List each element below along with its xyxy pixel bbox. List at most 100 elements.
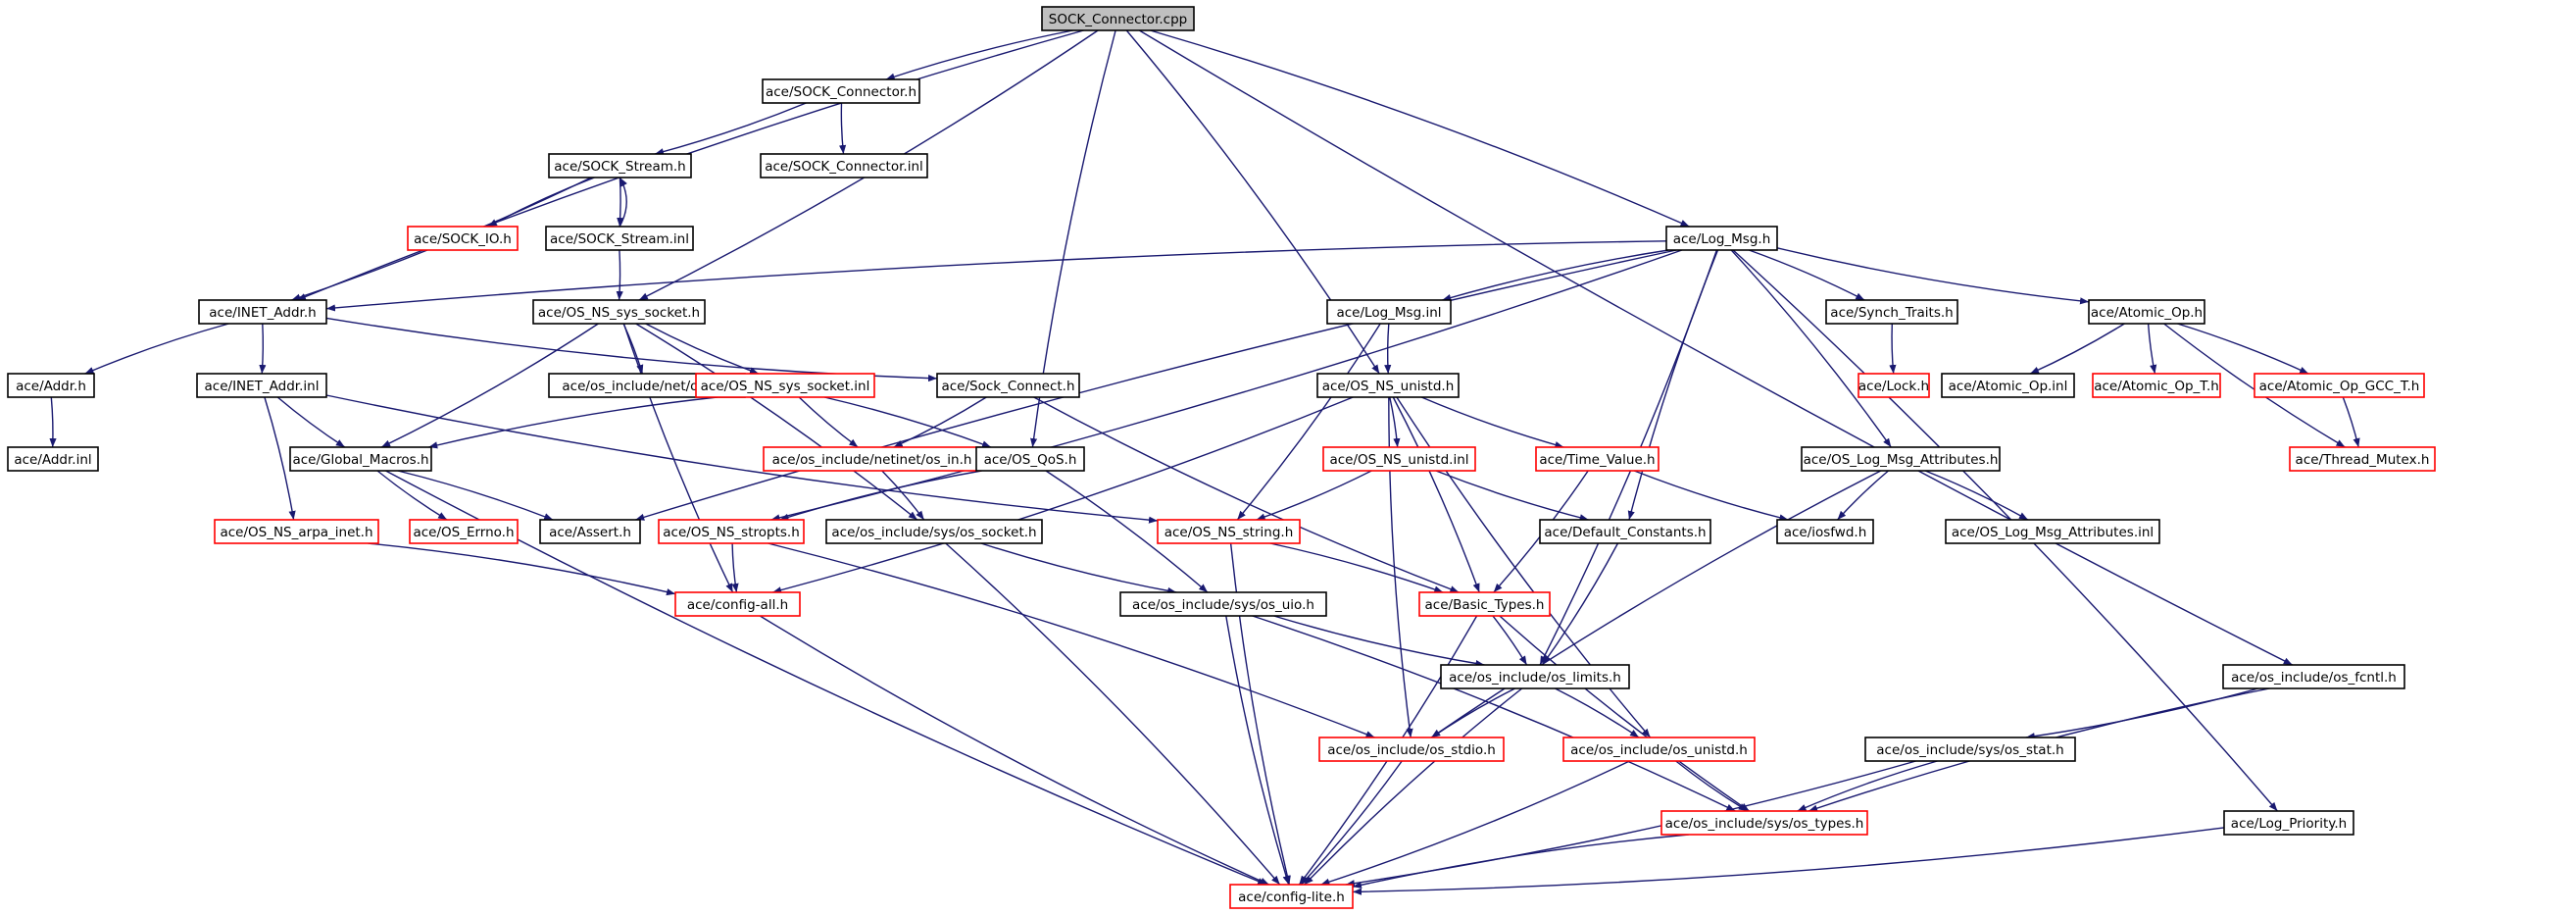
node-sock-stream-inl[interactable]: ace/SOCK_Stream.inl [545, 226, 694, 251]
edge-atomic_op_h-to-atomic_op_gcc_t_h [2177, 323, 2309, 375]
node-inet-addr-h[interactable]: ace/INET_Addr.h [198, 299, 327, 325]
edge-os_ns_sys_socket_h-to-os_ns_sys_socket_inl [645, 323, 760, 375]
node-os-ns-unistd-inl[interactable]: ace/OS_NS_unistd.inl [1322, 446, 1476, 472]
node-config-all-h[interactable]: ace/config-all.h [674, 591, 801, 617]
node-assert-h[interactable]: ace/Assert.h [539, 519, 641, 544]
node-os-unistd-h[interactable]: ace/os_include/os_unistd.h [1562, 737, 1756, 762]
node-config-lite-h[interactable]: ace/config-lite.h [1229, 884, 1354, 909]
node-os-qos-h[interactable]: ace/OS_QoS.h [975, 446, 1085, 472]
node-sock-io-h[interactable]: ace/SOCK_IO.h [407, 226, 519, 251]
node-thread-mutex-h[interactable]: ace/Thread_Mutex.h [2289, 446, 2436, 472]
file-nodes: SOCK_Connector.cpp ace/SOCK_Connector.hac… [7, 6, 2436, 909]
node-sys-os-types-h[interactable]: ace/os_include/sys/os_types.h [1660, 810, 1868, 836]
node-iosfwd-h[interactable]: ace/iosfwd.h [1776, 519, 1874, 544]
node-default-constants-h[interactable]: ace/Default_Constants.h [1539, 519, 1711, 544]
edge-global_macros_h-to-os_errno_h [376, 470, 448, 521]
node-box [1945, 519, 2160, 544]
edge-log_msg_h-to-os_log_msg_attributes_h [1730, 249, 1892, 448]
node-os-stdio-h[interactable]: ace/os_include/os_stdio.h [1318, 737, 1505, 762]
node-os-log-msg-attributes-inl[interactable]: ace/OS_Log_Msg_Attributes.inl [1945, 519, 2160, 544]
edge-log_msg_h-to-os_ns_stropts_h [770, 249, 1683, 522]
edge-sock_connector_h-to-sock_stream_h [654, 102, 807, 156]
node-os-ns-arpa-inet-h[interactable]: ace/OS_NS_arpa_inet.h [214, 519, 379, 544]
node-inet-addr-inl[interactable]: ace/INET_Addr.inl [196, 373, 327, 398]
node-label: ace/os_include/sys/os_socket.h [831, 525, 1036, 540]
node-log-priority-h[interactable]: ace/Log_Priority.h [2223, 810, 2354, 836]
node-atomic-op-inl[interactable]: ace/Atomic_Op.inl [1941, 373, 2075, 398]
node-lock-h[interactable]: ace/Lock.h [1858, 373, 1930, 398]
edge-inet_addr_inl-to-global_macros_h [276, 396, 346, 448]
node-box [2088, 299, 2205, 325]
node-box [2222, 664, 2405, 689]
node-box [1440, 664, 1630, 689]
node-os-ns-unistd-h[interactable]: ace/OS_NS_unistd.h [1316, 373, 1460, 398]
node-os-fcntl-h[interactable]: ace/os_include/os_fcntl.h [2222, 664, 2405, 689]
node-sys-os-socket-h[interactable]: ace/os_include/sys/os_socket.h [825, 519, 1043, 544]
node-box [658, 519, 805, 544]
node-basic-types-h[interactable]: ace/Basic_Types.h [1418, 591, 1551, 617]
node-label: ace/Synch_Traits.h [1830, 305, 1953, 321]
edge-os_limits_h-to-os_unistd_h [1555, 687, 1640, 738]
edge-default_constants_h-to-os_limits_h [1541, 542, 1619, 666]
node-addr-h[interactable]: ace/Addr.h [7, 373, 95, 398]
node-label: ace/config-lite.h [1238, 890, 1345, 905]
edge-log_msg_h-to-atomic_op_h [1776, 247, 2090, 305]
edge-os_log_msg_attributes_h-to-os_stdio_h [1430, 470, 1882, 738]
node-label: ace/iosfwd.h [1784, 525, 1867, 540]
node-os-errno-h[interactable]: ace/OS_Errno.h [409, 519, 519, 544]
node-os-limits-h[interactable]: ace/os_include/os_limits.h [1440, 664, 1630, 689]
node-box [763, 446, 981, 472]
node-box [545, 226, 694, 251]
node-log-msg-inl[interactable]: ace/Log_Msg.inl [1326, 299, 1452, 325]
node-label: ace/Addr.inl [14, 452, 91, 468]
node-addr-inl[interactable]: ace/Addr.inl [7, 446, 99, 472]
node-box [674, 591, 801, 617]
node-sock-stream-h[interactable]: ace/SOCK_Stream.h [548, 153, 692, 178]
edge-inet_addr_inl-to-os_ns_arpa_inet_h [264, 396, 296, 521]
node-label: ace/SOCK_Stream.h [554, 159, 685, 175]
node-os-log-msg-attributes-h[interactable]: ace/OS_Log_Msg_Attributes.h [1801, 446, 2001, 472]
edge-sock_stream_inl-to-sock_stream_h [619, 177, 627, 228]
node-box [1041, 6, 1195, 31]
node-atomic-op-h[interactable]: ace/Atomic_Op.h [2088, 299, 2205, 325]
node-sys-os-stat-h[interactable]: ace/os_include/sys/os_stat.h [1864, 737, 2076, 762]
node-root[interactable]: SOCK_Connector.cpp [1041, 6, 1195, 31]
node-box [1316, 373, 1460, 398]
edge-os_log_msg_attributes_h-to-os_log_msg_attributes_inl [1924, 470, 2029, 521]
node-label: ace/os_include/os_stdio.h [1327, 742, 1496, 758]
node-sock-connect-h[interactable]: ace/Sock_Connect.h [936, 373, 1080, 398]
node-box [1318, 737, 1505, 762]
node-label: ace/Log_Msg.inl [1336, 305, 1441, 321]
node-box [695, 373, 875, 398]
edge-os_ns_unistd_h-to-basic_types_h [1392, 396, 1480, 593]
node-os-ns-string-h[interactable]: ace/OS_NS_string.h [1157, 519, 1301, 544]
node-label: ace/Log_Msg.h [1673, 231, 1771, 247]
node-label: ace/os_include/os_limits.h [1449, 670, 1621, 686]
node-os-ns-sys-socket-inl[interactable]: ace/OS_NS_sys_socket.inl [695, 373, 875, 398]
node-label: ace/OS_NS_unistd.inl [1329, 452, 1468, 468]
node-global-macros-h[interactable]: ace/Global_Macros.h [289, 446, 432, 472]
node-box [1562, 737, 1756, 762]
edge-os_ns_unistd_inl-to-default_constants_h [1435, 470, 1589, 522]
node-os-ns-stropts-h[interactable]: ace/OS_NS_stropts.h [658, 519, 805, 544]
node-box [1229, 884, 1354, 909]
node-synch-traits-h[interactable]: ace/Synch_Traits.h [1825, 299, 1958, 325]
node-sock-connector-inl[interactable]: ace/SOCK_Connector.inl [760, 153, 928, 178]
node-box [1858, 373, 1930, 398]
edge-os_log_msg_attributes_h-to-iosfwd_h [1836, 470, 1889, 521]
node-sock-connector-h[interactable]: ace/SOCK_Connector.h [762, 78, 920, 104]
node-box [1801, 446, 2001, 472]
node-sys-os-uio-h[interactable]: ace/os_include/sys/os_uio.h [1119, 591, 1327, 617]
node-label: ace/OS_QoS.h [984, 452, 1077, 468]
node-os-ns-sys-socket-h[interactable]: ace/OS_NS_sys_socket.h [532, 299, 706, 325]
node-time-value-h[interactable]: ace/Time_Value.h [1535, 446, 1660, 472]
edge-sys_os_uio_h-to-config_lite_h [1225, 615, 1290, 886]
node-netinet-os-in-h[interactable]: ace/os_include/netinet/os_in.h [763, 446, 981, 472]
node-atomic-op-gcc-t-h[interactable]: ace/Atomic_Op_GCC_T.h [2254, 373, 2425, 398]
node-atomic-op-t-h[interactable]: ace/Atomic_Op_T.h [2092, 373, 2221, 398]
edge-root-to-log_msg_h [1150, 29, 1690, 228]
edge-sock_stream_h-to-sock_io_h [487, 177, 595, 228]
edge-config_all_h-to-config_lite_h [759, 615, 1269, 886]
node-log-msg-h[interactable]: ace/Log_Msg.h [1665, 226, 1778, 251]
